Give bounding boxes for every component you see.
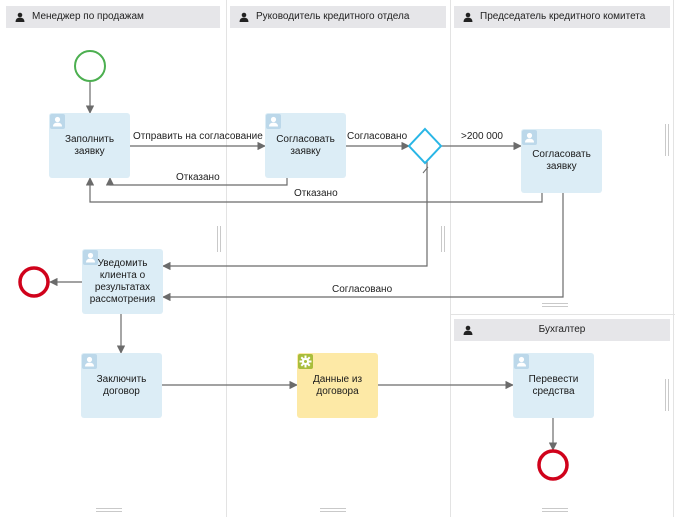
task-label: Уведомить клиента о результатах рассмотр… bbox=[89, 257, 156, 305]
end-event[interactable] bbox=[18, 266, 50, 298]
lane-header-accountant[interactable]: Бухгалтер bbox=[454, 319, 670, 341]
resize-grip[interactable] bbox=[220, 226, 221, 252]
end-event[interactable] bbox=[537, 449, 569, 481]
lane-title: Менеджер по продажам bbox=[32, 11, 144, 22]
task-notify-client[interactable]: Уведомить клиента о результатах рассмотр… bbox=[82, 249, 163, 314]
task-label: Согласовать заявку bbox=[276, 133, 335, 157]
resize-grip[interactable] bbox=[668, 124, 669, 156]
lane-divider bbox=[673, 0, 674, 517]
flow-rejected-head[interactable] bbox=[105, 177, 288, 186]
lane-header-committee-chair[interactable]: Председатель кредитного комитета bbox=[454, 6, 670, 28]
task-approve-chair[interactable]: Согласовать заявку bbox=[521, 129, 602, 193]
edge-label-over-200k: >200 000 bbox=[461, 131, 503, 142]
task-label: Заполнить заявку bbox=[64, 133, 115, 157]
task-sign-contract[interactable]: Заключить договор bbox=[81, 353, 162, 418]
resize-grip[interactable] bbox=[441, 226, 442, 252]
edge-label-approved: Согласовано bbox=[347, 131, 408, 142]
lane-header-sales-manager[interactable]: Менеджер по продажам bbox=[6, 6, 220, 28]
resize-grip[interactable] bbox=[542, 511, 568, 512]
exclusive-gateway[interactable] bbox=[407, 127, 443, 165]
flow-chair-approved-to-notify[interactable] bbox=[162, 193, 564, 302]
lane-title: Председатель кредитного комитета bbox=[480, 11, 646, 22]
resize-grip[interactable] bbox=[665, 124, 666, 156]
user-icon bbox=[266, 114, 281, 129]
resize-grip[interactable] bbox=[665, 379, 666, 411]
person-icon bbox=[463, 325, 473, 335]
resize-grip[interactable] bbox=[96, 508, 122, 509]
flow-gateway-to-notify[interactable] bbox=[162, 160, 428, 271]
lane-divider bbox=[450, 314, 675, 315]
lane-title: Руководитель кредитного отдела bbox=[256, 11, 410, 22]
edge-label-rejected: Отказано bbox=[294, 188, 338, 199]
user-icon bbox=[82, 354, 97, 369]
user-icon bbox=[50, 114, 65, 129]
gateway-default-mark bbox=[422, 166, 429, 174]
lane-header-credit-head[interactable]: Руководитель кредитного отдела bbox=[230, 6, 446, 28]
resize-grip[interactable] bbox=[542, 306, 568, 307]
person-icon bbox=[15, 12, 25, 22]
user-icon bbox=[83, 250, 98, 265]
lane-divider bbox=[450, 0, 451, 517]
user-icon bbox=[514, 354, 529, 369]
edge-label-rejected: Отказано bbox=[176, 172, 220, 183]
start-event[interactable] bbox=[74, 50, 106, 82]
lane-divider bbox=[226, 0, 227, 517]
task-label: Данные из договора bbox=[312, 373, 363, 397]
person-icon bbox=[463, 12, 473, 22]
user-icon bbox=[522, 130, 537, 145]
task-transfer-funds[interactable]: Перевести средства bbox=[513, 353, 594, 418]
resize-grip[interactable] bbox=[668, 379, 669, 411]
resize-grip[interactable] bbox=[542, 508, 568, 509]
gear-icon bbox=[298, 354, 313, 369]
task-fill-request[interactable]: Заполнить заявку bbox=[49, 113, 130, 178]
resize-grip[interactable] bbox=[444, 226, 445, 252]
task-label: Заключить договор bbox=[96, 373, 147, 397]
resize-grip[interactable] bbox=[96, 511, 122, 512]
flow-rejected-chair[interactable] bbox=[85, 177, 543, 203]
task-label: Перевести средства bbox=[528, 373, 579, 397]
resize-grip[interactable] bbox=[217, 226, 218, 252]
person-icon bbox=[239, 12, 249, 22]
task-contract-data[interactable]: Данные из договора bbox=[297, 353, 378, 418]
resize-grip[interactable] bbox=[320, 508, 346, 509]
resize-grip[interactable] bbox=[320, 511, 346, 512]
task-label: Согласовать заявку bbox=[532, 149, 591, 172]
task-approve-head[interactable]: Согласовать заявку bbox=[265, 113, 346, 178]
lane-title: Бухгалтер bbox=[538, 324, 586, 335]
resize-grip[interactable] bbox=[542, 303, 568, 304]
edge-label-send-for-approval: Отправить на согласование bbox=[133, 131, 263, 142]
edge-label-approved: Согласовано bbox=[332, 284, 393, 295]
